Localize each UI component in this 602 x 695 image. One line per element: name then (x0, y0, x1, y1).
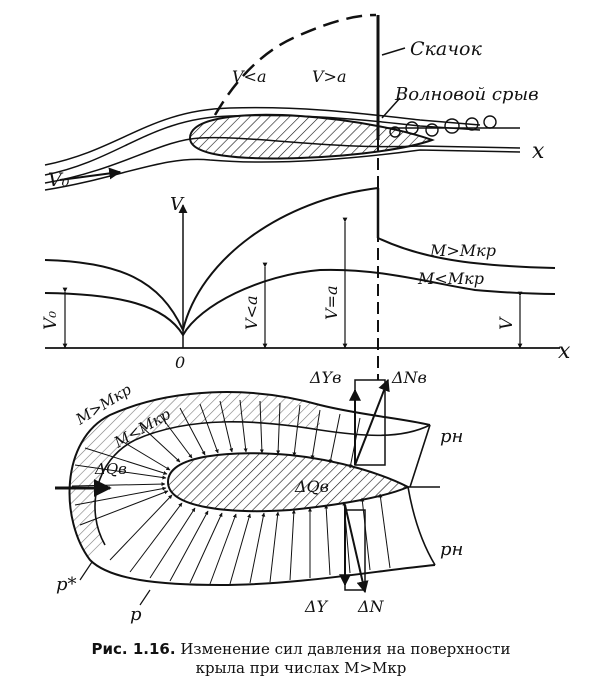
dq-b-inner-label: ΔQв (294, 477, 329, 496)
force-box-upper (349, 378, 390, 466)
curve-m-greater (44, 187, 556, 334)
p-label: p (130, 604, 142, 625)
figure-caption: Рис. 1.16. Изменение сил давления на пов… (0, 640, 602, 678)
p-pointer (139, 589, 151, 606)
caption-line2: крыла при числах M>Mкр (195, 659, 407, 677)
v0-dim-label: V₀ (41, 311, 61, 330)
shock-pointer (381, 47, 406, 56)
force-box-lower (339, 504, 369, 594)
dn-b-label: ΔNв (391, 368, 427, 387)
bottom-panel: M>Mкр M<Mкр ΔQв ΔQв ΔYв ΔNв pн pн p* p Δ… (55, 368, 463, 625)
wave-stall-label: Волновой срыв (394, 84, 539, 105)
pressure-arrows-nose (71, 447, 169, 526)
stall-pointer (381, 97, 401, 119)
pressure-arrows-upper (119, 399, 361, 471)
airfoil-bottom (166, 452, 411, 513)
p-h-top-label: pн (440, 426, 463, 447)
caption-number: Рис. 1.16. (91, 640, 176, 658)
shell-hatch (69, 392, 320, 560)
wing-pressure-figure: Скачок Волновой срыв V<a V>a V₀ x V 0 x … (41, 13, 571, 625)
dy-label: ΔY (304, 597, 329, 616)
curve-m-less (44, 268, 556, 337)
m-greater-label: M>Mкр (429, 241, 496, 260)
v-less-a-label: V<a (232, 67, 267, 86)
streamline-1 (44, 106, 481, 166)
dy-b-label: ΔYв (309, 368, 341, 387)
sonic-boundary (213, 13, 377, 116)
p-star-label: p* (56, 574, 77, 595)
v-less-a-dim-label: V<a (242, 296, 261, 331)
shock-label: Скачок (410, 38, 482, 60)
middle-panel: V 0 x M>Mкр M<Mкр V₀ V<a V=a V (41, 140, 571, 380)
x-axis-label-mid: x (558, 339, 571, 364)
p-star-pointer (79, 561, 93, 581)
caption-line1: Изменение сил давления на поверхности (180, 640, 511, 658)
airfoil-top (188, 113, 435, 160)
te-envelope-lower (407, 486, 436, 566)
v0-label: V₀ (48, 169, 70, 191)
v-equal-a-dim-label: V=a (322, 286, 341, 321)
p-h-bottom-label: pн (440, 539, 463, 560)
v-dim-label: V (497, 316, 517, 330)
v-axis-label: V (170, 194, 185, 215)
m-less-label: M<Mкр (417, 269, 484, 288)
te-envelope-upper (409, 424, 431, 488)
dq-b-outer-label: ΔQв (94, 460, 127, 478)
flow-arrow (59, 167, 122, 181)
dn-label: ΔN (357, 597, 385, 616)
top-panel: Скачок Волновой срыв V<a V>a V₀ x (44, 13, 545, 191)
origin-label: 0 (175, 353, 185, 372)
wave-stall-vortices (385, 115, 520, 138)
x-axis-label-top: x (532, 139, 545, 164)
v-greater-a-label: V>a (312, 67, 347, 86)
